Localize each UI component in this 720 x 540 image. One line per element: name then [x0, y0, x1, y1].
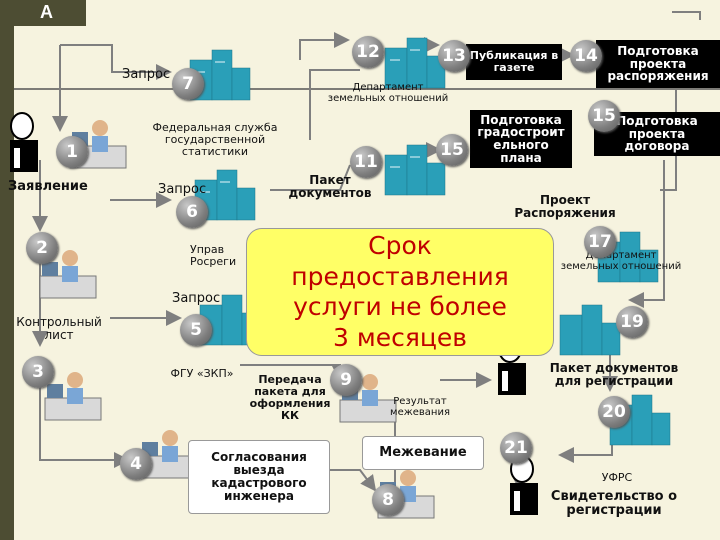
label-ufrs: УФРС — [601, 471, 633, 484]
node-8: 8 — [372, 484, 404, 516]
label-paket-docs: Пакет документов — [288, 173, 372, 201]
box-publikaciya: Публикация в газете — [466, 44, 562, 80]
callout-line-4: 3 месяцев — [332, 322, 467, 352]
node-11: 11 — [350, 146, 382, 178]
node-2: 2 — [26, 232, 58, 264]
box-podgotovka-rasporyazheniya: Подготовка проекта распоряжения — [596, 40, 720, 88]
label-zayavlenie: Заявление — [8, 179, 88, 194]
node-14: 14 — [570, 40, 602, 72]
label-dept-zem-top: Департамент земельных отношений — [327, 82, 449, 104]
silhouette-head-icon — [510, 455, 538, 515]
label-zapros-5: Запрос — [172, 291, 221, 306]
label-mezhevanie: Межевание — [362, 436, 484, 470]
label-zapros-6: Запрос — [158, 182, 207, 197]
person-at-computer-icon — [44, 372, 102, 421]
callout-line-3: услуги не более — [293, 292, 507, 321]
callout-line-1: Срок — [368, 231, 432, 260]
label-paket-reg: Пакет документов для регистрации — [549, 361, 679, 389]
node-7: 7 — [172, 68, 204, 100]
node-13: 13 — [438, 40, 470, 72]
deadline-callout: Срок предоставления услуги не более 3 ме… — [246, 228, 554, 356]
label-proekt-rasp: Проект Распоряжения — [514, 193, 616, 221]
left-bar — [0, 0, 14, 540]
node-17: 17 — [584, 226, 616, 258]
node-21: 21 — [500, 432, 532, 464]
label-fed-stat: Федеральная служба государственной стати… — [152, 121, 278, 159]
person-at-computer-icon — [39, 250, 97, 299]
box-podgotovka-gradplana: Подготовка градостроит ельного плана — [470, 110, 572, 168]
node-1: 1 — [56, 136, 88, 168]
node-3: 3 — [22, 356, 54, 388]
node-9: 9 — [330, 364, 362, 396]
node-20: 20 — [598, 396, 630, 428]
building-icon — [597, 231, 659, 283]
label-zapros-7: Запрос — [122, 67, 171, 82]
label-dept-zem-right: Департамент земельных отношений — [560, 250, 682, 272]
silhouette-head-icon — [10, 112, 38, 172]
label-peredacha: Передача пакета для оформления КК — [249, 373, 331, 423]
node-4: 4 — [120, 448, 152, 480]
node-19: 19 — [616, 306, 648, 338]
label-upravl: Управ Росреги — [190, 243, 237, 269]
label-svidetelstvo: Свидетельство о регистрации — [550, 489, 678, 519]
building-icon — [559, 304, 621, 356]
label-kontrolny-list: Контрольный лист — [16, 315, 102, 343]
node-5: 5 — [180, 314, 212, 346]
node-15b: 15 — [588, 100, 620, 132]
label-fgu-zkp: ФГУ «ЗКП» — [170, 367, 234, 380]
node-6: 6 — [176, 196, 208, 228]
page-title: А — [40, 2, 53, 22]
label-rezultat: Результат межевания — [390, 396, 450, 418]
node-12: 12 — [352, 36, 384, 68]
node-15a: 15 — [436, 134, 468, 166]
top-left-panel — [14, 0, 86, 26]
label-soglasovanie: Согласования выезда кадастрового инженер… — [188, 440, 330, 514]
callout-line-2: предоставления — [291, 261, 509, 291]
